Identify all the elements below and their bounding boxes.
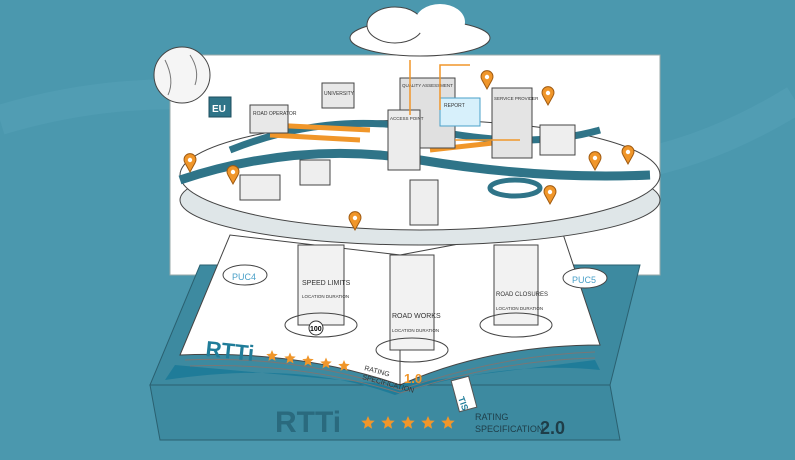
puc5-drum: PUC5 — [562, 267, 608, 289]
road-operator-label: ROAD OPERATOR — [253, 111, 297, 117]
quality-assessment-label: QUALITY ASSESSMENT — [402, 83, 453, 88]
university-label: UNIVERSITY — [324, 91, 355, 97]
service-provider-label: SERVICE PROVIDER — [494, 96, 539, 101]
road-operator-building — [249, 104, 289, 134]
book-bottom-title: RTTi — [275, 406, 341, 439]
university-building — [321, 82, 355, 109]
map-pin-icon — [588, 151, 602, 172]
service-provider-building — [491, 87, 533, 159]
bookmark: TIS — [450, 375, 478, 413]
book-top-version: 1.0 — [404, 371, 422, 386]
report-label: REPORT — [444, 103, 465, 109]
pillar-title: ROAD WORKS — [392, 313, 441, 320]
star-icon — [266, 350, 278, 361]
star-icon — [441, 416, 455, 429]
map-pin-icon — [543, 185, 557, 206]
pillar-sub: LOCATION DURATION — [302, 294, 349, 299]
star-icon — [421, 416, 435, 429]
access-point-label: ACCESS POINT — [390, 116, 424, 121]
star-icon — [381, 416, 395, 429]
puc4-label: PUC4 — [232, 272, 256, 282]
book-bottom-subtitle-1: RATING — [475, 412, 508, 422]
cloud-icon — [349, 4, 491, 57]
map-pin-icon — [541, 86, 555, 107]
pillar-speed-limits: SPEED LIMITS LOCATION DURATION 100 — [284, 244, 358, 338]
location-pins — [183, 70, 635, 232]
eu-flag: EU — [208, 96, 232, 118]
star-icon — [361, 416, 375, 429]
pillar-sub: LOCATION DURATION — [392, 328, 439, 333]
globe-icon — [153, 46, 211, 104]
star-icon — [284, 352, 296, 364]
pillar-road-closures: ROAD CLOSURES LOCATION DURATION — [479, 244, 553, 338]
map-pin-icon — [480, 70, 494, 91]
star-icon — [338, 360, 350, 371]
speed-sign-value: 100 — [310, 326, 322, 333]
map-pin-icon — [183, 153, 197, 174]
star-icon — [401, 416, 415, 429]
puc5-label: PUC5 — [572, 275, 596, 285]
city-platform: ROAD OPERATOR UNIVERSITY QUALITY ASSESSM… — [178, 60, 661, 246]
book-bottom-version: 2.0 — [540, 418, 565, 438]
map-pin-icon — [226, 165, 240, 186]
pillar-road-works: ROAD WORKS LOCATION DURATION — [375, 254, 449, 363]
pillar-sub: LOCATION DURATION — [496, 306, 543, 311]
book-top-stars — [266, 350, 350, 371]
report-board — [439, 97, 481, 127]
bookmark-label: TIS — [456, 395, 470, 412]
star-icon — [302, 355, 314, 366]
map-pin-icon — [348, 211, 362, 232]
eu-flag-label: EU — [212, 104, 226, 115]
book-top-title: RTTi — [204, 336, 255, 366]
pillar-title: SPEED LIMITS — [302, 280, 351, 287]
star-icon — [320, 357, 332, 369]
book-bottom-subtitle-2: SPECIFICATION — [475, 424, 543, 434]
pillar-title: ROAD CLOSURES — [496, 292, 548, 298]
map-pin-icon — [621, 145, 635, 166]
access-point-building — [387, 109, 421, 171]
book-bottom-stars — [361, 416, 455, 429]
puc4-drum: PUC4 — [222, 264, 268, 286]
